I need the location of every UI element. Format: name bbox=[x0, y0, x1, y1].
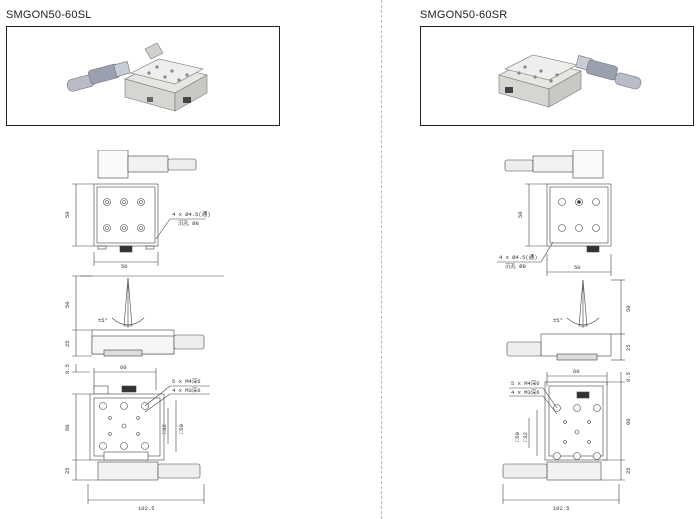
right-side-total-dim: 50 bbox=[625, 305, 632, 312]
panel-divider bbox=[381, 0, 382, 519]
left-bottom-width-dim: 60 bbox=[120, 364, 127, 371]
left-model-title: SMGON50-60SL bbox=[6, 9, 92, 21]
right-bottom-low-dim: 25 bbox=[625, 467, 632, 474]
right-overall-dim: 102.5 bbox=[553, 505, 570, 512]
left-thread-b: 4 x M3深6 bbox=[172, 386, 201, 394]
left-drawing: 50 50 4 x Ø4.5(通) 沉孔 Ø8 50 25 ±5° 8.5 60… bbox=[64, 150, 224, 512]
left-bottom-height-dim: 60 bbox=[64, 424, 71, 431]
right-offset-dim: 8.5 bbox=[625, 372, 632, 382]
left-hole-note2: 沉孔 Ø8 bbox=[178, 219, 199, 227]
right-top-height-dim: 50 bbox=[517, 211, 524, 218]
right-panel: SMGON50-60SR bbox=[381, 0, 700, 519]
left-top-height-dim: 50 bbox=[64, 211, 71, 218]
right-inner-b-dim: □50 bbox=[514, 432, 521, 442]
right-hole-note2: 沉孔 Ø8 bbox=[505, 262, 526, 270]
left-product-photo bbox=[6, 26, 280, 126]
right-inner-a-dim: □32 bbox=[522, 432, 529, 442]
right-top-width-dim: 50 bbox=[574, 264, 581, 271]
left-hole-note: 4 x Ø4.5(通) bbox=[172, 210, 211, 218]
left-stage-render bbox=[66, 42, 208, 112]
right-drawing: 50 50 4 x Ø4.5(通) 沉孔 Ø8 50 25 ±5° 8.5 60… bbox=[497, 150, 632, 512]
left-offset-dim: 8.5 bbox=[64, 364, 71, 374]
right-angle-label: ±5° bbox=[553, 317, 563, 324]
right-bottom-height-dim: 60 bbox=[625, 418, 632, 425]
left-overall-dim: 102.5 bbox=[138, 505, 155, 512]
left-side-base-dim: 25 bbox=[64, 340, 71, 347]
right-thread-b: 4 x M3深6 bbox=[511, 388, 540, 396]
right-thread-a: 5 x M4深6 bbox=[511, 379, 540, 387]
left-panel: SMGON50-60SL bbox=[6, 9, 280, 512]
left-angle-label: ±5° bbox=[98, 317, 108, 324]
left-inner-a-dim: □32 bbox=[161, 424, 168, 434]
left-top-width-dim: 50 bbox=[121, 263, 128, 270]
left-thread-a: 5 x M4深6 bbox=[172, 377, 201, 385]
right-stage-render bbox=[498, 54, 642, 108]
right-product-photo bbox=[420, 26, 694, 126]
right-bottom-width-dim: 60 bbox=[573, 368, 580, 375]
right-model-title: SMGON50-60SR bbox=[420, 9, 508, 21]
left-side-total-dim: 50 bbox=[64, 301, 71, 308]
left-inner-b-dim: □50 bbox=[178, 424, 185, 434]
left-bottom-low-dim: 25 bbox=[64, 467, 71, 474]
right-hole-note: 4 x Ø4.5(通) bbox=[499, 253, 538, 261]
right-side-base-dim: 25 bbox=[625, 344, 632, 351]
